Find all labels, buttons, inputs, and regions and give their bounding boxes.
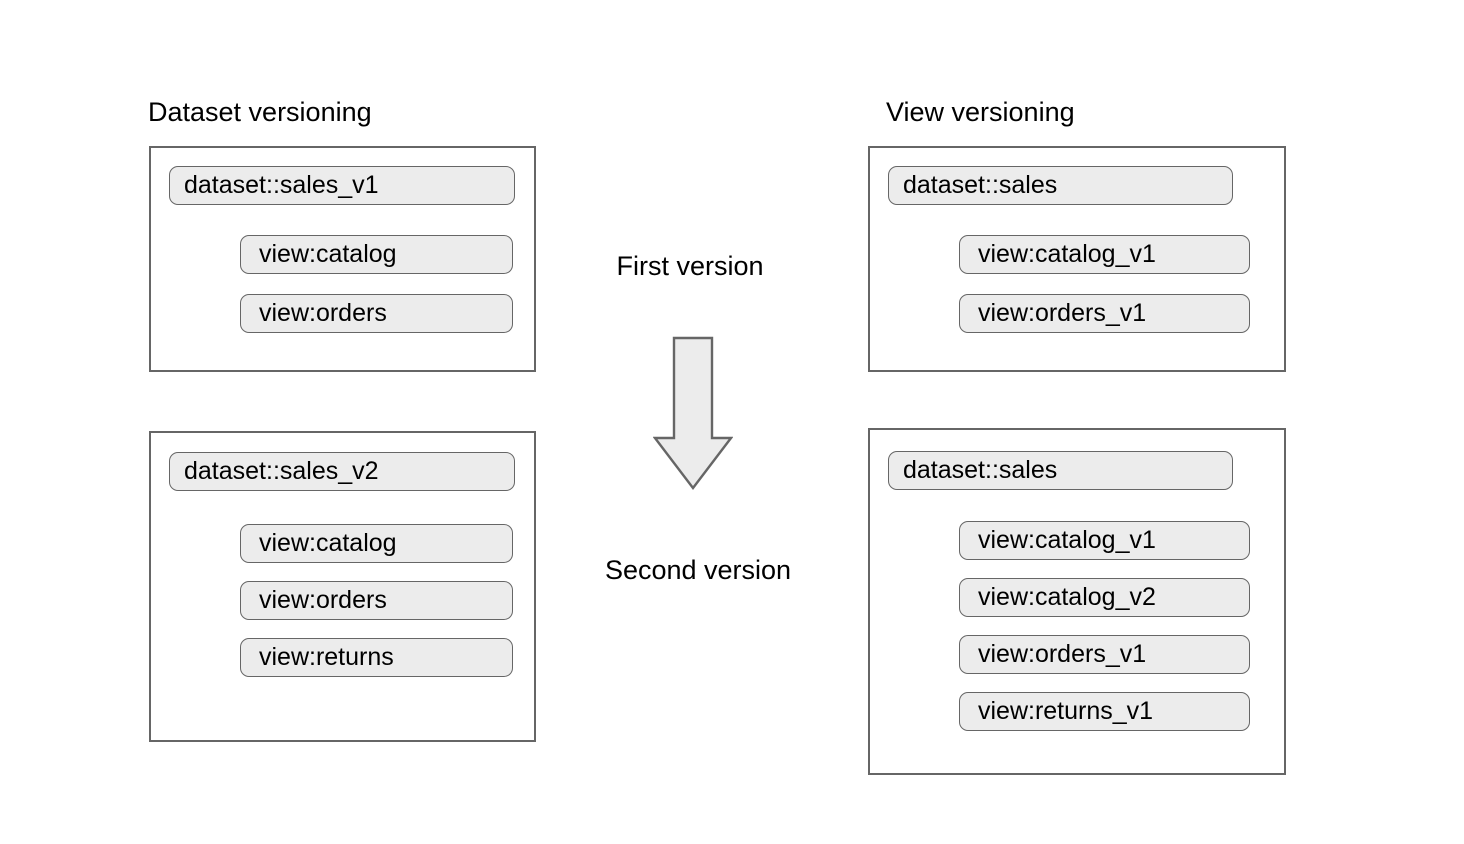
view-pill[interactable]: view:orders_v1 bbox=[959, 294, 1250, 333]
dataset-pill[interactable]: dataset::sales_v2 bbox=[169, 452, 515, 491]
panel-dataset-v2: dataset::sales_v2 view:catalog view:orde… bbox=[149, 431, 536, 742]
view-pill[interactable]: view:catalog bbox=[240, 524, 513, 563]
view-pill[interactable]: view:orders_v1 bbox=[959, 635, 1250, 674]
view-pill[interactable]: view:catalog_v1 bbox=[959, 521, 1250, 560]
label-second-version: Second version bbox=[604, 555, 792, 585]
view-pill[interactable]: view:returns_v1 bbox=[959, 692, 1250, 731]
column-title-dataset-versioning: Dataset versioning bbox=[148, 97, 372, 127]
panel-view-v2: dataset::sales view:catalog_v1 view:cata… bbox=[868, 428, 1286, 775]
view-pill[interactable]: view:catalog bbox=[240, 235, 513, 274]
view-pill[interactable]: view:catalog_v2 bbox=[959, 578, 1250, 617]
panel-view-v1: dataset::sales view:catalog_v1 view:orde… bbox=[868, 146, 1286, 372]
view-pill[interactable]: view:returns bbox=[240, 638, 513, 677]
label-first-version: First version bbox=[616, 251, 764, 281]
column-title-view-versioning: View versioning bbox=[886, 97, 1075, 127]
dataset-pill[interactable]: dataset::sales bbox=[888, 166, 1233, 205]
down-arrow-icon bbox=[653, 336, 733, 492]
dataset-pill[interactable]: dataset::sales_v1 bbox=[169, 166, 515, 205]
view-pill[interactable]: view:orders bbox=[240, 581, 513, 620]
view-pill[interactable]: view:orders bbox=[240, 294, 513, 333]
view-pill[interactable]: view:catalog_v1 bbox=[959, 235, 1250, 274]
dataset-pill[interactable]: dataset::sales bbox=[888, 451, 1233, 490]
panel-dataset-v1: dataset::sales_v1 view:catalog view:orde… bbox=[149, 146, 536, 372]
